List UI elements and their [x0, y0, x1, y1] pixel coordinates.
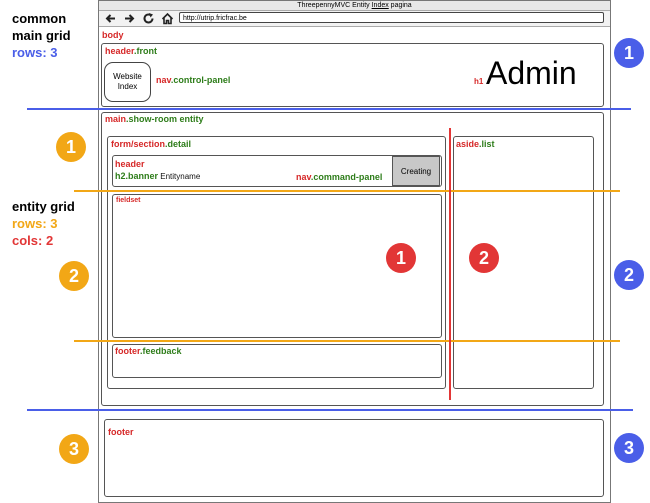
main-grid-line-1: [27, 108, 631, 110]
browser-toolbar: http://utrip.fricfrac.be: [99, 11, 610, 27]
main-show-room-label: main.show-room entity: [105, 114, 204, 124]
aside-class: .list: [479, 139, 495, 149]
main-grid-legend-line2: main grid: [12, 28, 71, 43]
h2-banner-label: h2.banner Entityname: [115, 171, 200, 181]
entity-grid-rows: rows: 3: [12, 216, 58, 231]
form-tag: form/section: [111, 139, 166, 149]
body-label: body: [102, 30, 124, 40]
nav-control-tag: nav: [156, 75, 171, 85]
entity-row-marker-3: 3: [59, 434, 89, 464]
main-grid-line-2: [27, 409, 633, 411]
main-tag: main: [105, 114, 127, 124]
entity-row-marker-2: 2: [59, 261, 89, 291]
browser-title-suffix: pagina: [388, 2, 412, 9]
entity-grid-cols: cols: 2: [12, 233, 54, 248]
header-front-box: [101, 43, 604, 107]
browser-title-prefix: ThreepennyMVC Entity: [297, 2, 372, 9]
address-bar[interactable]: http://utrip.fricfrac.be: [179, 12, 604, 23]
main-row-marker-3: 3: [614, 433, 644, 463]
form-class: .detail: [165, 139, 192, 149]
entityname-text: Entityname: [160, 172, 201, 181]
nav-cmd-class: .command-panel: [310, 172, 383, 182]
browser-title-bar: ThreepennyMVC Entity Index pagina: [99, 1, 610, 11]
aside-list-box: [453, 136, 594, 389]
footer-fb-tag: footer: [115, 346, 141, 356]
aside-tag: aside: [456, 139, 480, 149]
main-grid-legend: common main grid rows: 3: [12, 10, 71, 61]
creating-button[interactable]: Creating: [392, 156, 440, 186]
address-bar-url: http://utrip.fricfrac.be: [183, 15, 247, 22]
entity-grid-column-line: [449, 128, 451, 400]
main-row-marker-1: 1: [614, 38, 644, 68]
footer-feedback-label: footer.feedback: [115, 346, 182, 356]
entity-col-marker-2: 2: [469, 243, 499, 273]
nav-cmd-tag: nav: [296, 172, 311, 182]
inner-header-box: [112, 155, 442, 187]
header-front-tag: header: [105, 46, 135, 56]
form-section-detail-box: [107, 136, 446, 389]
main-class: .show-room entity: [126, 114, 204, 124]
nav-control-class: .control-panel: [170, 75, 231, 85]
forward-arrow-icon[interactable]: [123, 12, 136, 25]
header-front-class: .front: [134, 46, 158, 56]
footer-fb-class: .feedback: [140, 346, 182, 356]
entity-grid-legend: entity grid rows: 3 cols: 2: [12, 198, 75, 249]
fieldset-label: fieldset: [116, 197, 141, 204]
home-icon[interactable]: [161, 12, 174, 25]
website-index-link[interactable]: Website Index: [104, 62, 151, 102]
form-section-label: form/section.detail: [111, 139, 191, 149]
entity-grid-legend-line1: entity grid: [12, 199, 75, 214]
main-row-marker-2: 2: [614, 260, 644, 290]
footer-label: footer: [108, 427, 134, 437]
nav-control-panel-label: nav.control-panel: [156, 75, 230, 85]
footer-box: [104, 419, 604, 497]
header-front-label: header.front: [105, 46, 157, 56]
main-show-room-box: [101, 112, 604, 406]
nav-command-panel-label: nav.command-panel: [296, 172, 382, 182]
main-grid-rows: rows: 3: [12, 45, 58, 60]
entity-row-marker-1: 1: [56, 132, 86, 162]
entity-col-marker-1: 1: [386, 243, 416, 273]
footer-feedback-box: [112, 344, 442, 378]
creating-button-label: Creating: [400, 166, 432, 176]
main-grid-legend-line1: common: [12, 11, 67, 26]
page-title-admin: Admin: [486, 55, 577, 91]
browser-title-link[interactable]: Index: [371, 2, 389, 9]
h1-tag-label: h1: [474, 77, 484, 86]
reload-icon[interactable]: [142, 12, 155, 25]
entity-grid-row-line-1: [74, 190, 620, 192]
h2-tag: h2: [115, 171, 126, 181]
entity-grid-row-line-2: [74, 340, 620, 342]
back-arrow-icon[interactable]: [104, 12, 117, 25]
inner-header-label: header: [115, 159, 145, 169]
h2-class: .banner: [125, 171, 159, 181]
fieldset-box: [112, 194, 442, 338]
website-index-label: Website Index: [113, 72, 142, 91]
aside-list-label: aside.list: [456, 139, 495, 149]
